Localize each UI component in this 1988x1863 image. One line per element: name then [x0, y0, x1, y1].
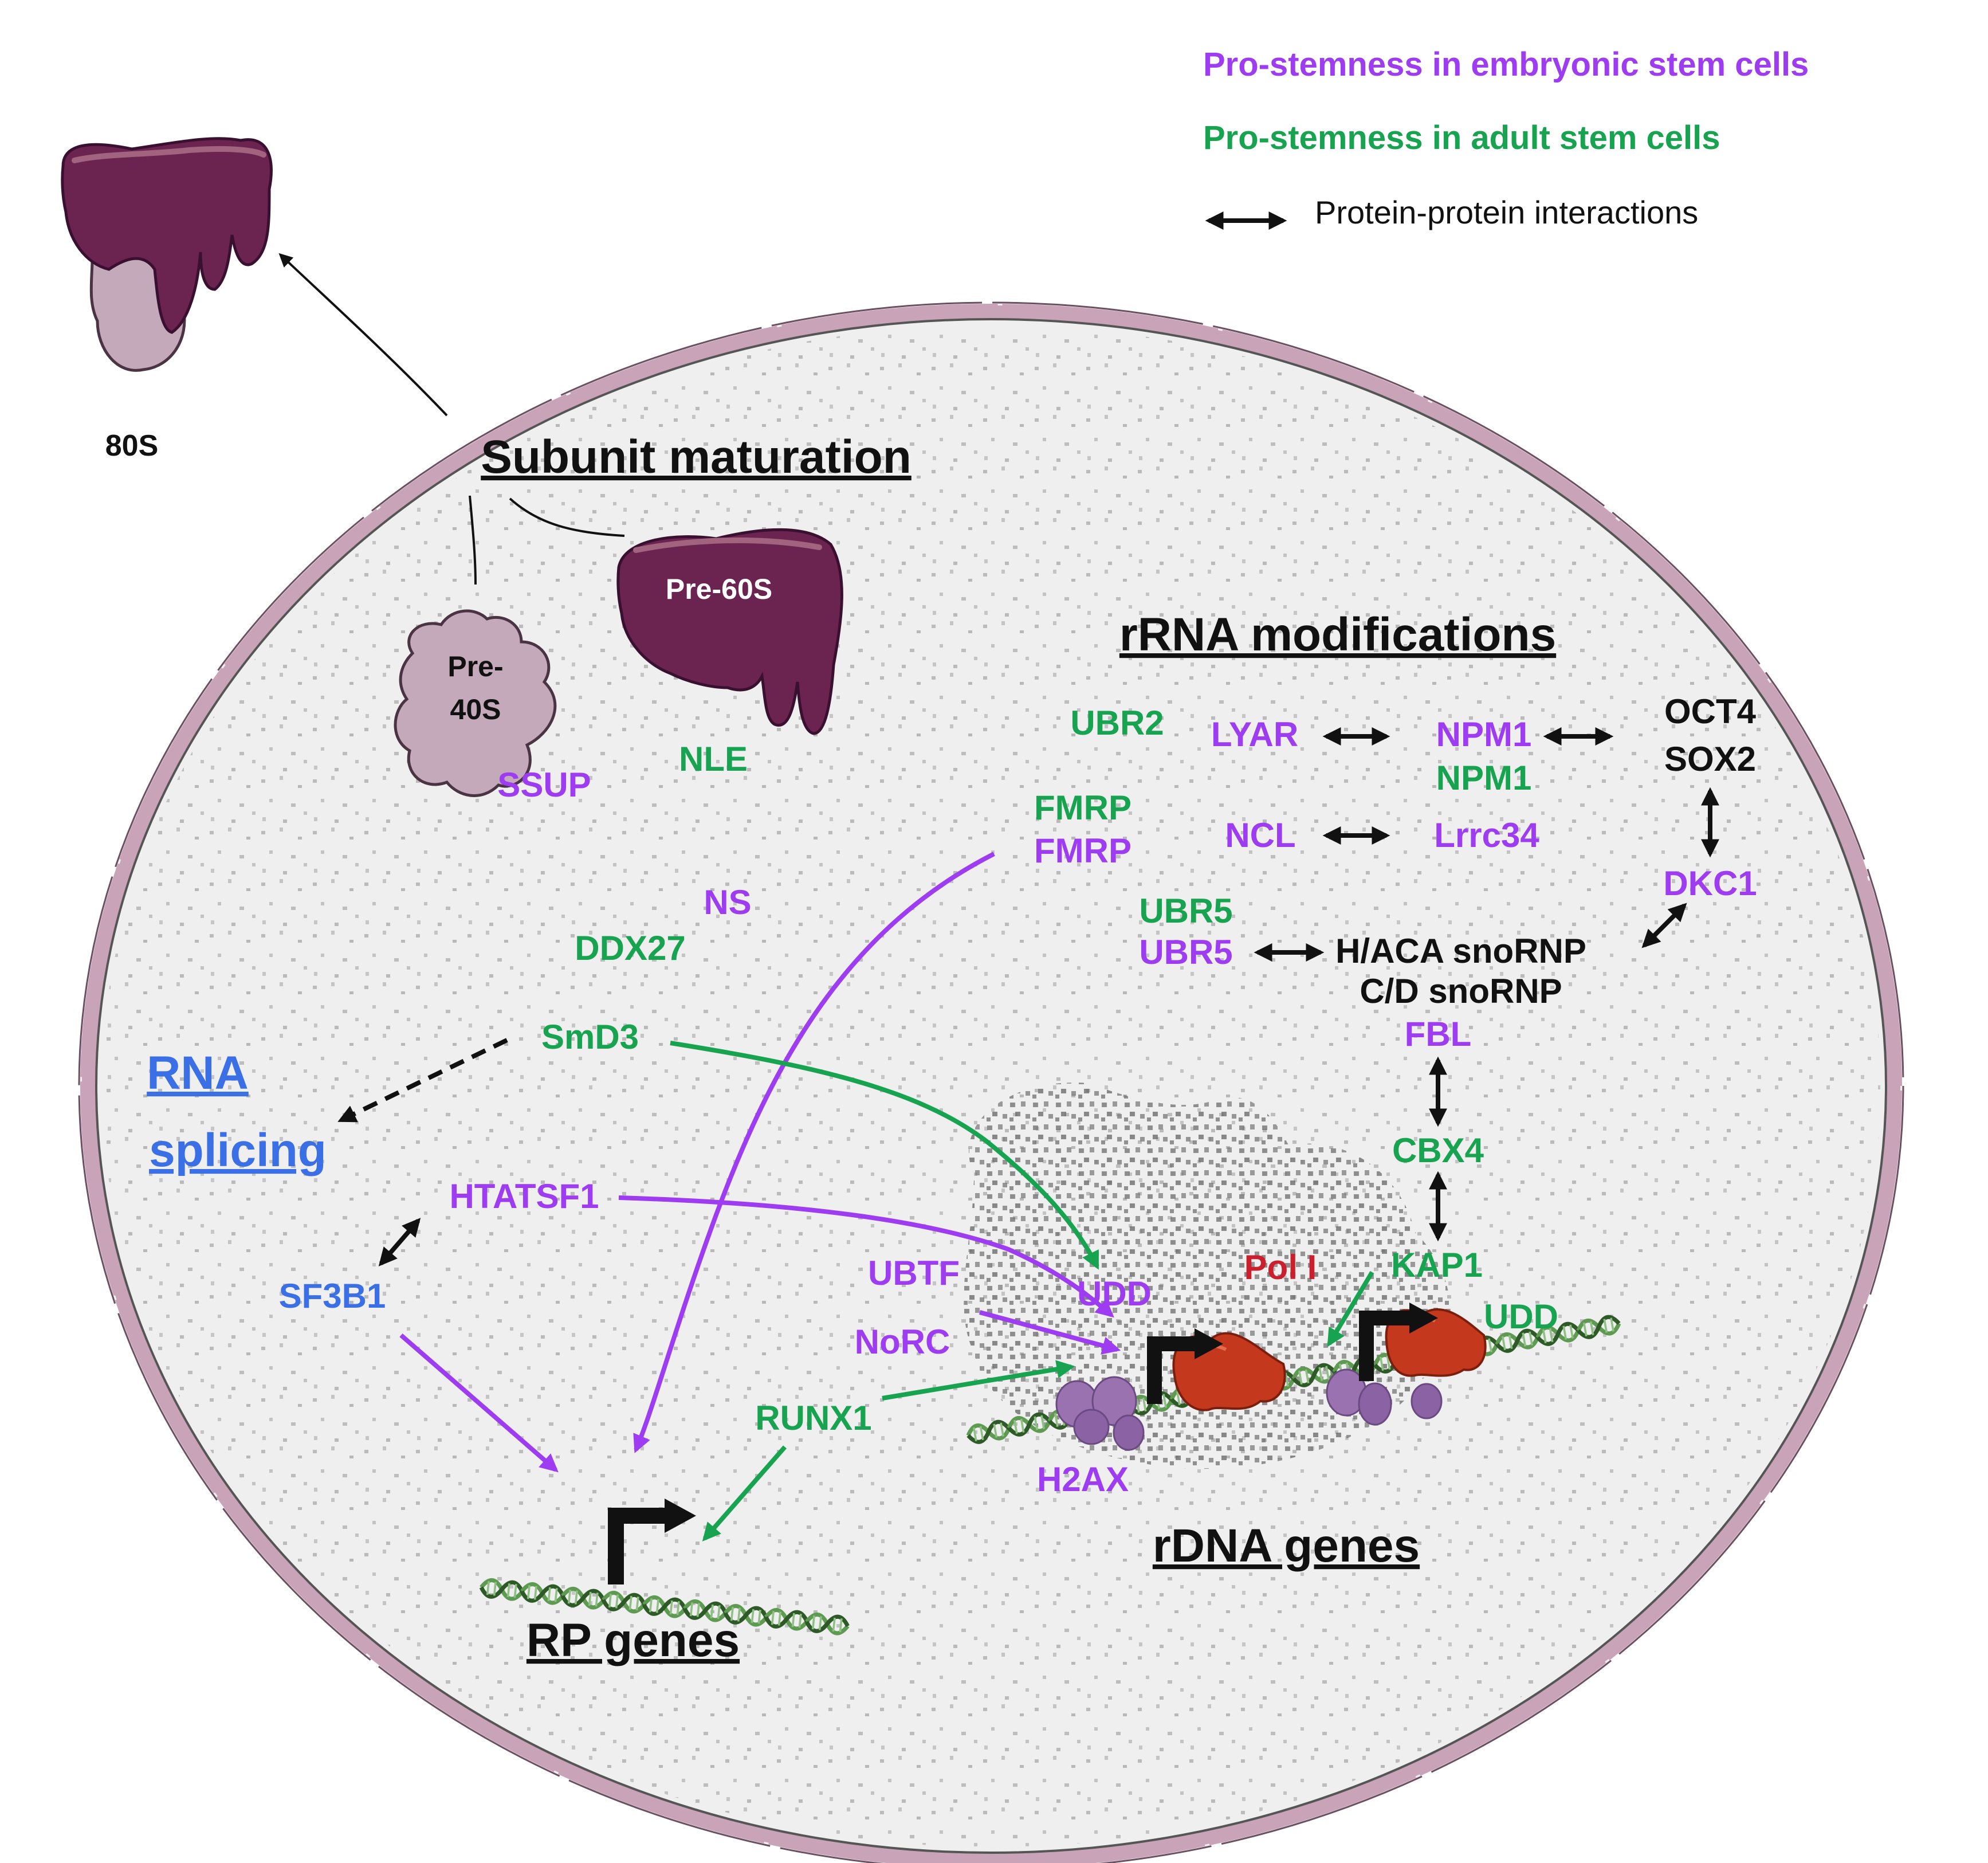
nucleolus — [964, 1082, 1451, 1469]
label-pre-40s-line1: Pre- — [447, 650, 503, 683]
factor-ddx27: DDX27 — [575, 929, 685, 967]
factor-fmrp-embryonic: FMRP — [1034, 832, 1131, 870]
factor-lrrc34: Lrrc34 — [1434, 816, 1539, 854]
rdna-tss-arrow-2-icon — [1359, 1311, 1409, 1381]
line-to-pre40s — [469, 495, 477, 585]
envelope-outline — [78, 301, 1904, 1863]
heading-rna-splicing-line1: RNA — [147, 1047, 249, 1099]
factor-ssup: SSUP — [497, 766, 591, 804]
ppi-dkc1-snornp — [1641, 903, 1687, 948]
factor-norc: NoRC — [855, 1323, 950, 1361]
factor-udd-adult: UDD — [1484, 1297, 1558, 1336]
factor-sf3b1: SF3B1 — [279, 1277, 386, 1315]
factor-cd-snornp: C/D snoRNP — [1360, 972, 1562, 1010]
factor-oct4: OCT4 — [1664, 692, 1757, 731]
pre-60s-icon — [616, 528, 843, 735]
factor-runx1: RUNX1 — [755, 1399, 871, 1437]
rdna-tss-arrow-icon — [1147, 1336, 1195, 1404]
heading-subunit-maturation: Subunit maturation — [481, 431, 912, 483]
arrow-kap1-rdna — [1327, 1270, 1374, 1347]
heading-rp-genes: RP genes — [527, 1614, 740, 1666]
label-80s: 80S — [105, 429, 159, 462]
factor-ncl: NCL — [1225, 816, 1295, 854]
ribosome-80s-icon — [61, 137, 273, 372]
arrow-smd3-splicing — [337, 1038, 508, 1123]
arrow-runx1-rp-genes — [702, 1445, 787, 1542]
heading-rrna-modifications: rRNA modifications — [1119, 609, 1556, 661]
rp-tss-arrow-icon — [608, 1508, 665, 1584]
rp-tss-arrowhead-icon — [665, 1499, 696, 1533]
factor-ubr5-embryonic: UBR5 — [1139, 933, 1232, 971]
factor-sox2: SOX2 — [1664, 740, 1756, 778]
factor-h2ax: H2AX — [1037, 1460, 1129, 1499]
factor-cbx4: CBX4 — [1392, 1131, 1484, 1170]
factor-npm1-adult: NPM1 — [1436, 759, 1532, 797]
factor-smd3: SmD3 — [541, 1018, 639, 1056]
factor-ubtf: UBTF — [868, 1254, 960, 1292]
factor-htatsf1: HTATSF1 — [449, 1177, 599, 1215]
factor-haca-snornp: H/ACA snoRNP — [1335, 932, 1586, 970]
line-to-pre60s — [509, 497, 625, 537]
arrow-fmrp-rp-genes — [633, 852, 995, 1453]
legend-ppi: Protein-protein interactions — [1315, 194, 1698, 230]
ppi-htatsf1-sf3b1 — [378, 1218, 421, 1266]
factor-pol-i: Pol I — [1244, 1248, 1317, 1287]
histone-icon — [1326, 1368, 1443, 1426]
arrow-htatsf1-udd — [618, 1195, 1114, 1318]
factor-ubr5-adult: UBR5 — [1139, 892, 1232, 930]
arrow-sf3b1-rp-genes — [399, 1333, 559, 1473]
factor-udd-embryonic: UDD — [1077, 1274, 1152, 1313]
factor-fbl: FBL — [1405, 1015, 1472, 1053]
arrow-ubtf-rdna — [979, 1310, 1121, 1355]
factor-ns: NS — [704, 883, 751, 921]
rdna-tss-arrowhead-icon — [1195, 1328, 1223, 1359]
pre-40s-icon — [394, 609, 557, 797]
factor-ubr2: UBR2 — [1070, 704, 1164, 742]
label-pre-60s: Pre-60S — [666, 573, 772, 605]
arrow-smd3-udd — [670, 1041, 1099, 1270]
factor-nle: NLE — [679, 740, 748, 778]
chromatin-speckles — [102, 325, 1880, 1847]
factor-fmrp-adult: FMRP — [1034, 789, 1131, 827]
arrow-to-80s — [278, 253, 448, 417]
factor-dkc1: DKC1 — [1663, 864, 1757, 903]
heading-rdna-genes: rDNA genes — [1153, 1520, 1420, 1572]
heading-rna-splicing-line2: splicing — [149, 1124, 327, 1176]
arrow-runx1-rdna — [882, 1360, 1075, 1401]
nuclear-pores — [78, 302, 1904, 1863]
factor-lyar: LYAR — [1211, 715, 1298, 754]
legend-adult: Pro-stemness in adult stem cells — [1203, 119, 1720, 156]
factor-kap1: KAP1 — [1391, 1246, 1483, 1284]
histone-h2ax-icon — [1055, 1376, 1145, 1451]
legend-embryonic: Pro-stemness in embryonic stem cells — [1203, 46, 1809, 83]
rdna-tss-arrowhead-2-icon — [1409, 1303, 1438, 1333]
nucleus — [78, 301, 1904, 1863]
label-pre-40s-line2: 40S — [450, 693, 501, 725]
factor-npm1-embryonic: NPM1 — [1436, 715, 1532, 754]
